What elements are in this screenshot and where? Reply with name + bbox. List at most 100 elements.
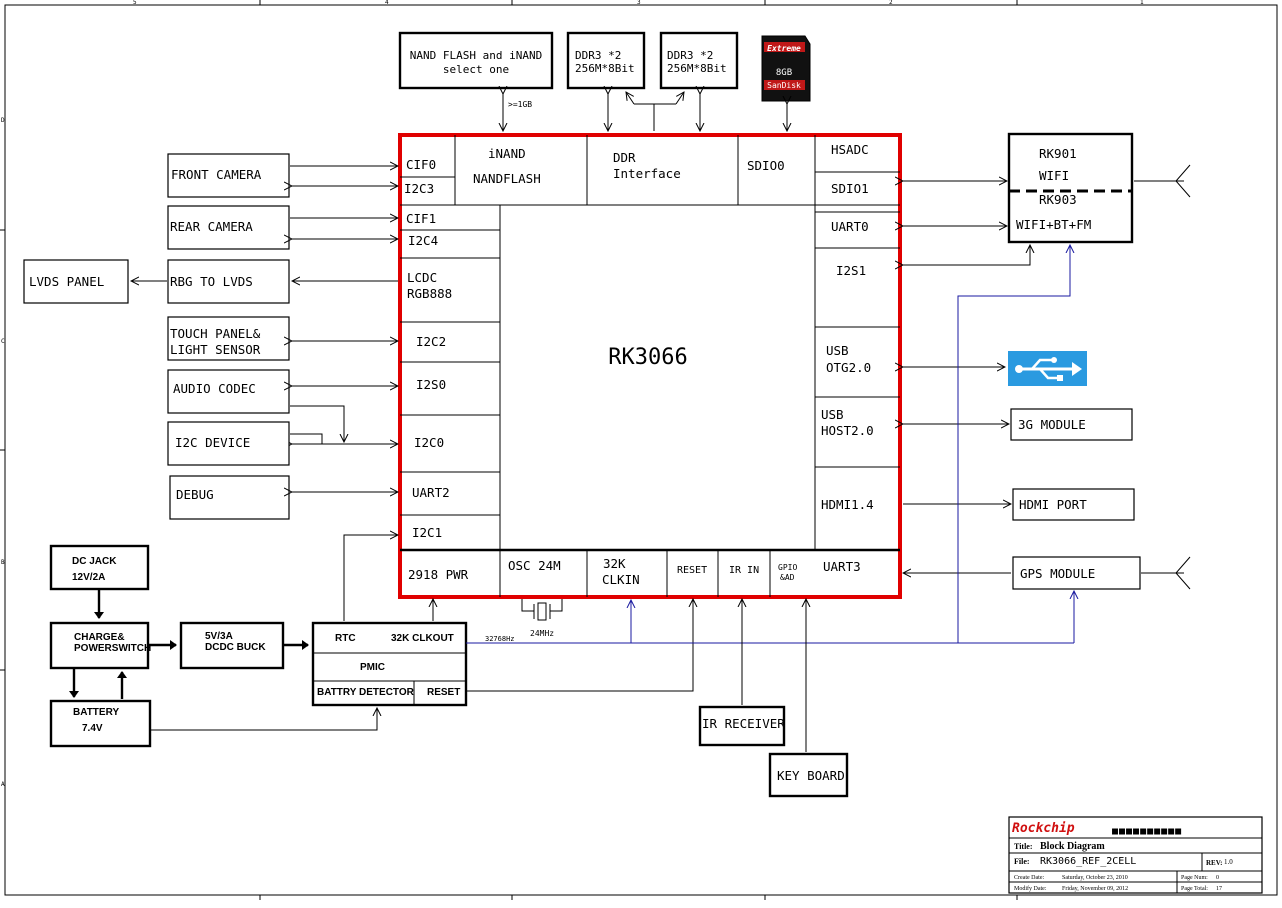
- border-col-2: 2: [889, 0, 893, 6]
- charge-line-2: POWERSWITCH: [74, 643, 151, 654]
- usb-icon: [903, 351, 1087, 386]
- wifi-rk901-type: WIFI: [1039, 168, 1069, 183]
- i2c-device-block: I2C DEVICE: [167, 421, 323, 466]
- port-i2c4: I2C4: [408, 233, 438, 248]
- port-ir-in: IR IN: [729, 565, 759, 576]
- dc-jack-line-1: DC JACK: [72, 556, 117, 567]
- company-logo: Rockchip: [1012, 821, 1075, 836]
- border-row-b: B: [1, 559, 5, 566]
- title-label: Title:: [1014, 842, 1033, 851]
- clk-32768-label: 32768Hz: [485, 635, 515, 643]
- port-usb-otg: USB: [826, 343, 849, 358]
- create-date-value: Saturday, October 23, 2010: [1062, 875, 1128, 881]
- modify-date-value: Friday, November 09, 2012: [1062, 886, 1128, 892]
- rear-camera-label: REAR CAMERA: [170, 219, 253, 234]
- lvds-panel-block: LVDS PANEL: [23, 259, 129, 304]
- ddr-b-line-1: DDR3 *2: [667, 49, 713, 62]
- border-col-1: 1: [1140, 0, 1144, 6]
- port-nandflash: NANDFLASH: [473, 171, 541, 186]
- dc-jack-block: DC JACK 12V/2A: [49, 544, 150, 619]
- port-hsadc: HSADC: [831, 142, 869, 157]
- border-row-a: A: [1, 781, 5, 788]
- port-i2s1: I2S1: [836, 263, 866, 278]
- ddr-a-line-1: DDR3 *2: [575, 49, 621, 62]
- port-osc: OSC 24M: [508, 558, 561, 573]
- debug-block: DEBUG: [169, 475, 398, 520]
- port-uart3: UART3: [823, 559, 861, 574]
- sd-card-capacity: 8GB: [776, 68, 792, 78]
- wifi-rk903-name: RK903: [1039, 192, 1077, 207]
- ir-receiver-label: IR RECEIVER: [702, 716, 785, 731]
- rev-value: 1.0: [1224, 858, 1233, 866]
- port-host20: HOST2.0: [821, 423, 874, 438]
- ddr-a-line-2: 256M*8Bit: [575, 62, 635, 75]
- charge-line-1: CHARGE&: [74, 632, 125, 643]
- title-block: Rockchip ■■■■■■■■■■ Title: Block Diagram…: [1008, 816, 1263, 894]
- port-i2c2: I2C2: [416, 334, 446, 349]
- lvds-panel-label: LVDS PANEL: [29, 274, 104, 289]
- front-camera-label: FRONT CAMERA: [171, 167, 262, 182]
- charge-powerswitch-block: CHARGE& POWERSWITCH: [49, 621, 177, 699]
- port-rgb888: RGB888: [407, 286, 452, 301]
- pmic-battery-detector: BATTRY DETECTOR: [317, 687, 415, 698]
- wifi-rk901-name: RK901: [1039, 146, 1077, 161]
- hdmi-port-label: HDMI PORT: [1019, 497, 1087, 512]
- soc-name: RK3066: [608, 345, 687, 370]
- gps-module-label: GPS MODULE: [1020, 566, 1095, 581]
- i2c-device-label: I2C DEVICE: [175, 435, 250, 450]
- title-value: Block Diagram: [1040, 841, 1105, 852]
- ddr3-block-b: DDR3 *2 256M*8Bit: [659, 31, 739, 90]
- soc-rk3066: RK3066 CIF0 I2C3 CIF1 I2C4 LCDC RGB888 I…: [398, 133, 902, 599]
- rgb-to-lvds-label: RBG TO LVDS: [170, 274, 253, 289]
- nand-line-2: select one: [443, 63, 509, 76]
- dcdc-buck-block: 5V/3A DCDC BUCK: [179, 621, 309, 670]
- buck-line-1: 5V/3A: [205, 631, 233, 642]
- touch-panel-block: TOUCH PANEL& LIGHT SENSOR: [167, 316, 398, 361]
- touch-panel-label-2: LIGHT SENSOR: [170, 342, 261, 357]
- ddr3-block-a: DDR3 *2 256M*8Bit: [566, 31, 646, 90]
- wifi-module-block: RK901 WIFI RK903 WIFI+BT+FM: [903, 132, 1191, 265]
- port-uart0: UART0: [831, 219, 869, 234]
- border-col-4: 4: [385, 0, 389, 6]
- pmic-clkout: 32K CLKOUT: [391, 633, 454, 644]
- ddr-b-line-2: 256M*8Bit: [667, 62, 727, 75]
- file-label: File:: [1014, 857, 1030, 866]
- pmic-name: PMIC: [360, 662, 385, 673]
- file-value: RK3066_REF_2CELL: [1040, 856, 1136, 867]
- battery-block: BATTERY 7.4V: [49, 699, 377, 748]
- page-total-label: Page Total:: [1181, 886, 1208, 892]
- battery-line-2: 7.4V: [82, 723, 103, 734]
- port-sdio1: SDIO1: [831, 181, 869, 196]
- port-inand: iNAND: [488, 146, 526, 161]
- debug-label: DEBUG: [176, 487, 214, 502]
- 3g-module-block: 3G MODULE: [903, 408, 1133, 441]
- pmic-block: RTC 32K CLKOUT PMIC BATTRY DETECTOR RESE…: [311, 535, 693, 707]
- nand-size-note: >=1GB: [508, 100, 532, 109]
- port-i2c1: I2C1: [412, 525, 442, 540]
- port-i2s0: I2S0: [416, 377, 446, 392]
- port-clkin: CLKIN: [602, 572, 640, 587]
- keyboard-block: KEY BOARD: [768, 599, 849, 798]
- page-total-value: 17: [1216, 886, 1222, 892]
- pmic-reset: RESET: [427, 687, 460, 698]
- audio-codec-label: AUDIO CODEC: [173, 381, 256, 396]
- audio-codec-block: AUDIO CODEC: [167, 369, 398, 444]
- border-col-5: 5: [133, 0, 137, 6]
- buck-line-2: DCDC BUCK: [205, 642, 266, 653]
- port-32k: 32K: [603, 556, 626, 571]
- sd-card-line: Extreme: [767, 44, 801, 53]
- port-hdmi: HDMI1.4: [821, 497, 874, 512]
- page-num-label: Page Num:: [1181, 875, 1208, 881]
- blue-bus-wires: 32768Hz: [466, 245, 1074, 644]
- hdmi-port-block: HDMI PORT: [903, 488, 1135, 521]
- port-ad: &AD: [780, 573, 795, 582]
- port-sdio0: SDIO0: [747, 158, 785, 173]
- port-2918-pwr: 2918 PWR: [408, 567, 469, 582]
- border-row-d: D: [1, 117, 5, 124]
- port-ddr: DDR: [613, 150, 636, 165]
- sd-card-brand: SanDisk: [767, 81, 801, 90]
- crystal-label: 24MHz: [530, 629, 554, 638]
- port-lcdc: LCDC: [407, 270, 437, 285]
